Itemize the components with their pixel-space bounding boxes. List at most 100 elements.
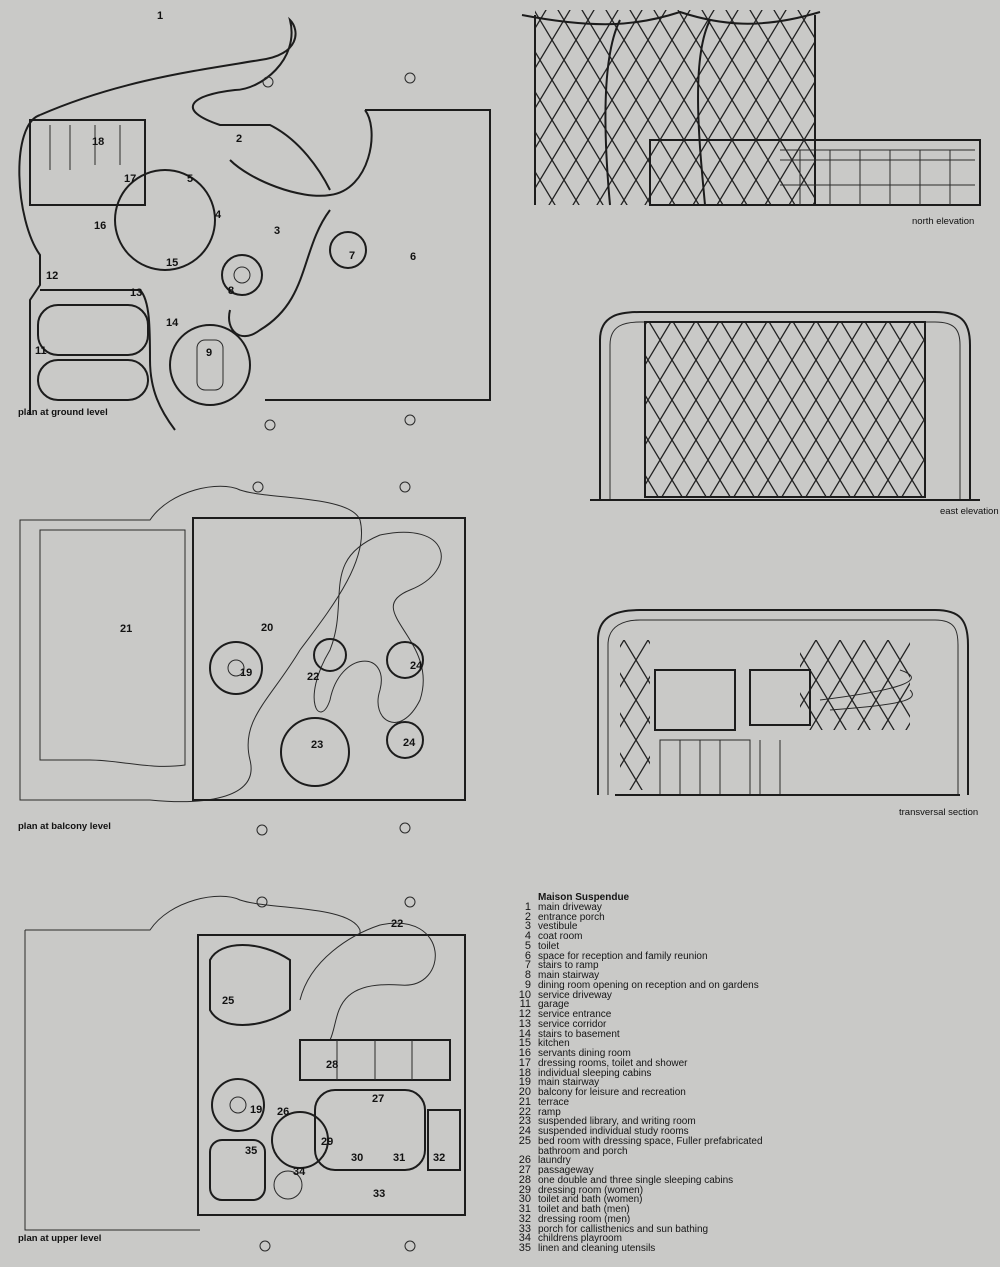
legend-item-number: 28 — [518, 1173, 531, 1186]
legend-item: 7 stairs to ramp — [507, 959, 763, 972]
upper-label: 31 — [393, 1152, 405, 1164]
legend-item-number: 7 — [524, 959, 531, 972]
legend-title: Maison Suspendue — [538, 892, 630, 903]
legend-item-number: 5 — [524, 939, 531, 952]
upper-label: 28 — [326, 1059, 338, 1071]
legend-item-text: space for reception and family reunion — [538, 950, 708, 962]
legend-item-text: entrance porch — [538, 911, 605, 923]
ground-label: 18 — [92, 136, 104, 148]
legend-item-text: toilet — [538, 940, 560, 952]
legend-item-number: 22 — [518, 1105, 531, 1118]
legend-item-text: main driveway — [538, 901, 602, 913]
legend-item-number: 11 — [519, 998, 531, 1011]
legend-item-number: 20 — [518, 1086, 531, 1098]
legend-item-number: 32 — [518, 1212, 531, 1225]
legend-item-number: 23 — [518, 1115, 531, 1128]
upper-label: 32 — [433, 1152, 445, 1164]
legend-item: 6 space for reception and family reunion — [507, 949, 763, 962]
legend-item-text: stairs to basement — [538, 1028, 620, 1040]
legend-item-text: linen and cleaning utensils — [538, 1243, 656, 1254]
legend-item-text: toilet and bath (men) — [538, 1204, 630, 1215]
east-elevation-caption: east elevation — [940, 506, 999, 517]
north-elevation: north elevation — [521, 10, 981, 227]
legend-item: 20 balcony for leisure and recreation — [507, 1086, 763, 1098]
legend-item-text: bed room with dressing space, Fuller pre… — [538, 1135, 763, 1147]
upper-label: 25 — [222, 995, 234, 1007]
ground-label: 15 — [166, 257, 178, 269]
legend-item-number: 24 — [518, 1125, 531, 1137]
legend-item-number: 18 — [518, 1066, 531, 1079]
legend-item-number: 34 — [518, 1232, 531, 1245]
legend-item-text: suspended individual study rooms — [538, 1126, 689, 1137]
legend-item-text: bathroom and porch — [538, 1145, 628, 1157]
ground-level-plan: 1 2 3 4 5 6 7 8 9 11 12 13 14 15 16 17 1… — [18, 10, 491, 431]
transversal-section: transversal section — [597, 609, 978, 818]
upper-level-plan: 22 25 28 27 19 26 29 30 31 32 35 34 33 p… — [18, 895, 466, 1252]
legend-item-number: 8 — [524, 969, 531, 981]
legend-item-number: 6 — [524, 949, 531, 962]
legend-item-text: dining room opening on reception and on … — [538, 979, 759, 991]
ground-plan-caption: plan at ground level — [18, 407, 108, 418]
balcony-label: 24 — [410, 660, 423, 672]
ground-label: 4 — [215, 209, 222, 221]
legend-item-number: 27 — [518, 1164, 531, 1176]
legend-item: 22 ramp — [507, 1105, 763, 1118]
legend-item-number: 3 — [524, 920, 531, 933]
upper-label: 19 — [250, 1104, 262, 1116]
legend-item-text: porch for callisthenics and sun bathing — [538, 1223, 709, 1235]
legend-item-text: vestibule — [538, 921, 578, 933]
legend-item-number: 31 — [518, 1203, 531, 1215]
legend-item-text: dressing rooms, toilet and shower — [538, 1057, 688, 1069]
legend-item-text: service entrance — [538, 1009, 612, 1020]
ground-label: 14 — [166, 317, 179, 329]
north-elevation-caption: north elevation — [912, 216, 974, 227]
legend-item: 9 dining room opening on reception and on… — [507, 978, 763, 991]
legend-item-text: ramp — [538, 1106, 561, 1118]
ground-label: 7 — [349, 250, 355, 262]
legend-item: 12 service entrance — [507, 1008, 763, 1020]
upper-label: 27 — [372, 1093, 384, 1105]
legend-item-text: service driveway — [538, 989, 612, 1001]
legend-item-text: dressing room (women) — [538, 1184, 644, 1196]
legend-item-number: 9 — [524, 978, 531, 991]
ground-label: 3 — [274, 225, 280, 237]
legend-item-text: main stairway — [538, 1077, 600, 1089]
legend-item-number: 15 — [518, 1037, 531, 1050]
legend-item: 24 suspended individual study rooms — [507, 1125, 763, 1137]
legend-item: 14 stairs to basement — [507, 1027, 763, 1040]
balcony-label: 19 — [240, 667, 252, 679]
legend-item-text: coat room — [538, 931, 583, 942]
ground-label: 2 — [236, 133, 242, 145]
upper-label: 33 — [373, 1188, 385, 1200]
upper-label: 30 — [351, 1152, 363, 1164]
legend-item-text: stairs to ramp — [538, 960, 599, 972]
legend-item-number: 21 — [518, 1095, 531, 1108]
legend-item-number: 12 — [518, 1008, 531, 1020]
legend-item-text: laundry — [538, 1155, 571, 1167]
ground-label: 11 — [35, 345, 47, 357]
legend-item-text: balcony for leisure and recreation — [538, 1087, 686, 1098]
balcony-level-plan: 21 20 19 22 23 24 24 plan at balcony lev… — [18, 481, 466, 836]
legend-item-number: 13 — [518, 1017, 531, 1030]
ground-label: 6 — [410, 251, 416, 263]
upper-label: 26 — [277, 1106, 289, 1118]
legend-item: 3 vestibule — [507, 920, 763, 933]
upper-label: 34 — [293, 1166, 306, 1178]
legend-item-number: 14 — [518, 1027, 531, 1040]
